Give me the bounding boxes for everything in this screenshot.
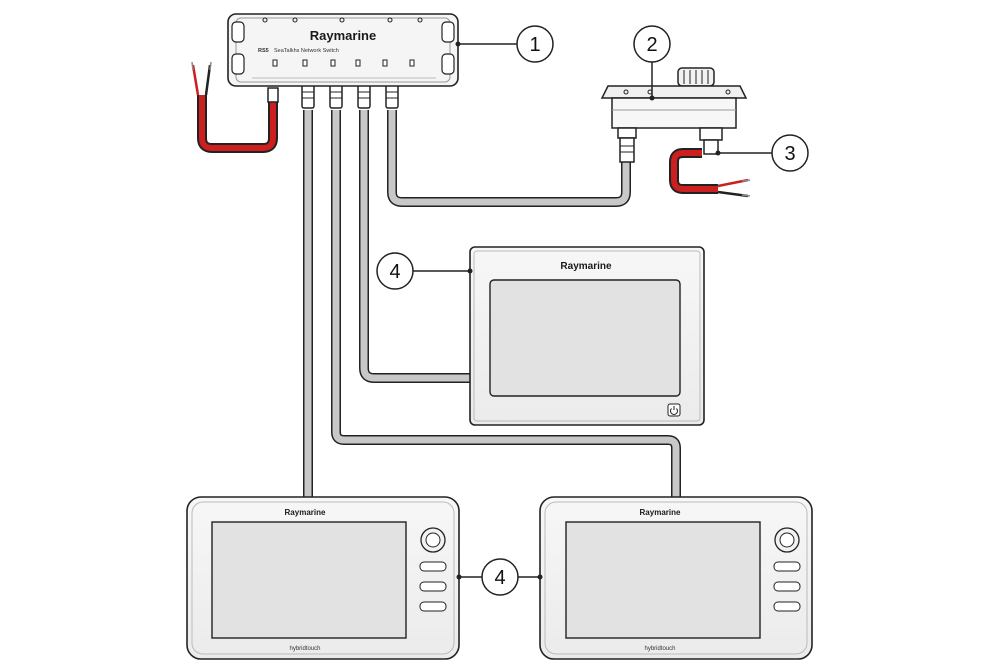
- callout-4-mfds-label: 4: [494, 567, 505, 589]
- mfd-left-rotary-knob: [420, 527, 446, 553]
- mfd-right-brand: Raymarine: [640, 508, 681, 517]
- cable-to-controller: [387, 110, 631, 207]
- callout-1: 1: [455, 25, 554, 63]
- callout-4-center: 4: [376, 252, 473, 290]
- center-display: Raymarine: [469, 246, 705, 426]
- callout-1-label: 1: [529, 34, 540, 56]
- network-cables: [303, 110, 681, 497]
- keypad-controller: [600, 67, 748, 163]
- switch-power-cable: [191, 61, 279, 153]
- mfd-left: Raymarine hybridtouch: [186, 496, 460, 660]
- power-icon: [667, 403, 681, 417]
- callout-3: 3: [715, 134, 809, 172]
- callout-3-label: 3: [784, 143, 795, 165]
- switch-model: RS5: [258, 48, 269, 54]
- switch-product: SeaTalkhs Network Switch: [274, 48, 339, 54]
- switch-brand: Raymarine: [310, 28, 376, 43]
- callout-4-mfds: 4: [456, 558, 543, 596]
- mfd-right-rotary-knob: [774, 527, 800, 553]
- mfd-left-screen: [211, 521, 407, 639]
- switch-connector-plugs: [301, 83, 399, 109]
- center-display-screen: [489, 279, 681, 397]
- center-display-brand: Raymarine: [560, 261, 612, 272]
- network-switch: Raymarine RS5 SeaTalkhs Network Switch: [227, 13, 459, 87]
- mfd-left-tech-label: hybridtouch: [289, 646, 320, 652]
- cable-to-center-display: [359, 110, 470, 383]
- mfd-left-brand: Raymarine: [285, 508, 326, 517]
- callout-4-center-label: 4: [389, 261, 400, 283]
- mfd-right-screen: [565, 521, 761, 639]
- controller-power-cable: [669, 148, 751, 198]
- callout-2-label: 2: [646, 34, 657, 56]
- callout-2: 2: [633, 25, 671, 101]
- mfd-right-tech-label: hybridtouch: [644, 646, 675, 652]
- mfd-right-buttons: [773, 561, 801, 612]
- mfd-left-buttons: [419, 561, 447, 612]
- mfd-right: Raymarine hybridtouch: [539, 496, 813, 660]
